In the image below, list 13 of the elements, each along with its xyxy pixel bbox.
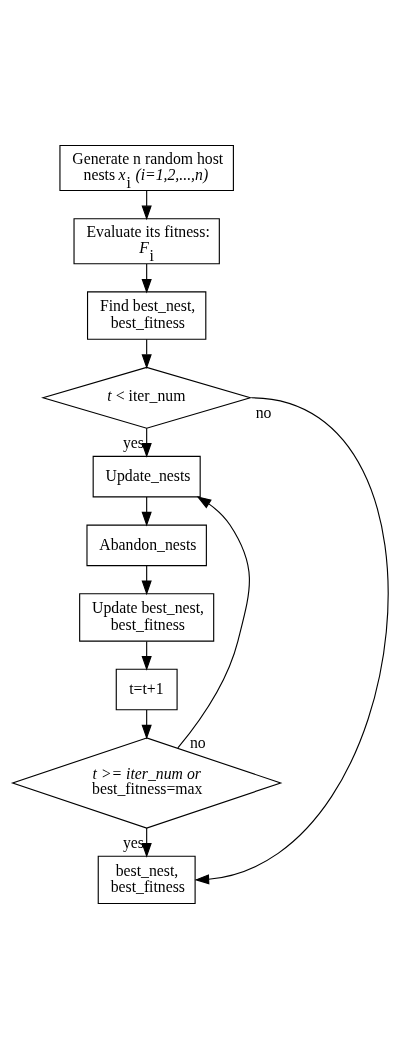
node-box: best_nest, best_fitness [97,855,196,904]
arrow [194,396,389,884]
edge-label: no [189,733,206,751]
node-box: Abandon_nests [86,524,207,566]
edge-label: yes [122,833,144,851]
edge-label: yes [122,433,144,451]
node-box: Find best_nest, best_fitness [86,290,207,340]
arrow [177,495,250,748]
edge-label: no [255,403,272,421]
node-box: Update best_nest, best_fitness [79,592,215,642]
node-box: Update_nests [92,455,201,497]
node-diamond: t < iter_num [41,366,253,429]
node-box: t=t+1 [115,668,178,710]
